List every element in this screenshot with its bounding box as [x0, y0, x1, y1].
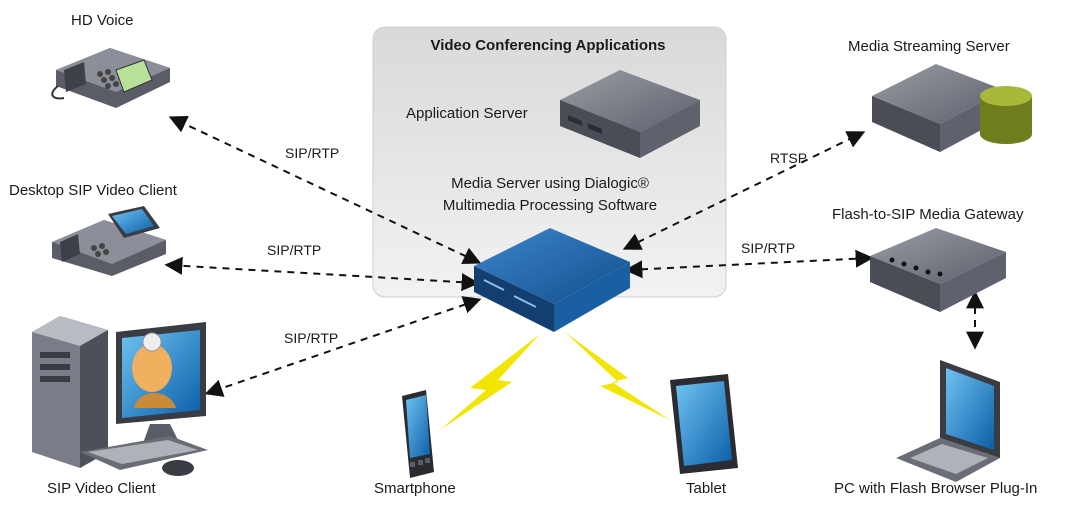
app-server-label: Application Server — [406, 105, 528, 122]
edge-label-sip-client: SIP/RTP — [284, 330, 339, 346]
edge-label-gateway: SIP/RTP — [741, 240, 796, 256]
media-server-label-line2: Multimedia Processing Software — [442, 197, 658, 214]
connections — [164, 115, 984, 397]
gateway-label: Flash-to-SIP Media Gateway — [832, 206, 1024, 223]
edge-streaming — [622, 131, 866, 250]
edge-label-hd-voice: SIP/RTP — [285, 145, 340, 161]
edge-gateway — [624, 249, 874, 279]
application-server-icon — [560, 70, 700, 158]
edge-sip-client — [204, 296, 482, 397]
hd-voice-label: HD Voice — [71, 12, 134, 29]
media-streaming-server-icon — [872, 64, 1032, 152]
pc-flash-label: PC with Flash Browser Plug-In — [834, 480, 1038, 497]
edge-label-streaming: RTSP — [770, 150, 808, 166]
tablet-label: Tablet — [686, 480, 727, 497]
tablet-icon — [670, 374, 738, 474]
sip-video-client-computer-icon — [32, 316, 208, 476]
wireless-bolt-left — [440, 334, 540, 430]
pc-laptop-icon — [896, 360, 1000, 482]
flash-sip-gateway-icon — [870, 228, 1006, 312]
desktop-video-phone-icon — [52, 206, 166, 276]
streaming-server-label: Media Streaming Server — [848, 38, 1010, 55]
smartphone-icon — [402, 390, 434, 478]
sip-client-label: SIP Video Client — [47, 480, 156, 497]
edge-hd-voice — [168, 115, 482, 265]
media-server-label-line1: Media Server using Dialogic® — [451, 175, 649, 192]
desktop-client-label: Desktop SIP Video Client — [9, 182, 177, 199]
panel-title: Video Conferencing Applications — [430, 37, 666, 54]
wireless-bolt-right — [566, 333, 670, 420]
media-server-icon — [474, 228, 630, 332]
smartphone-label: Smartphone — [374, 480, 456, 497]
edge-label-desktop-client: SIP/RTP — [267, 242, 322, 258]
hd-voice-phone-icon — [51, 48, 170, 108]
